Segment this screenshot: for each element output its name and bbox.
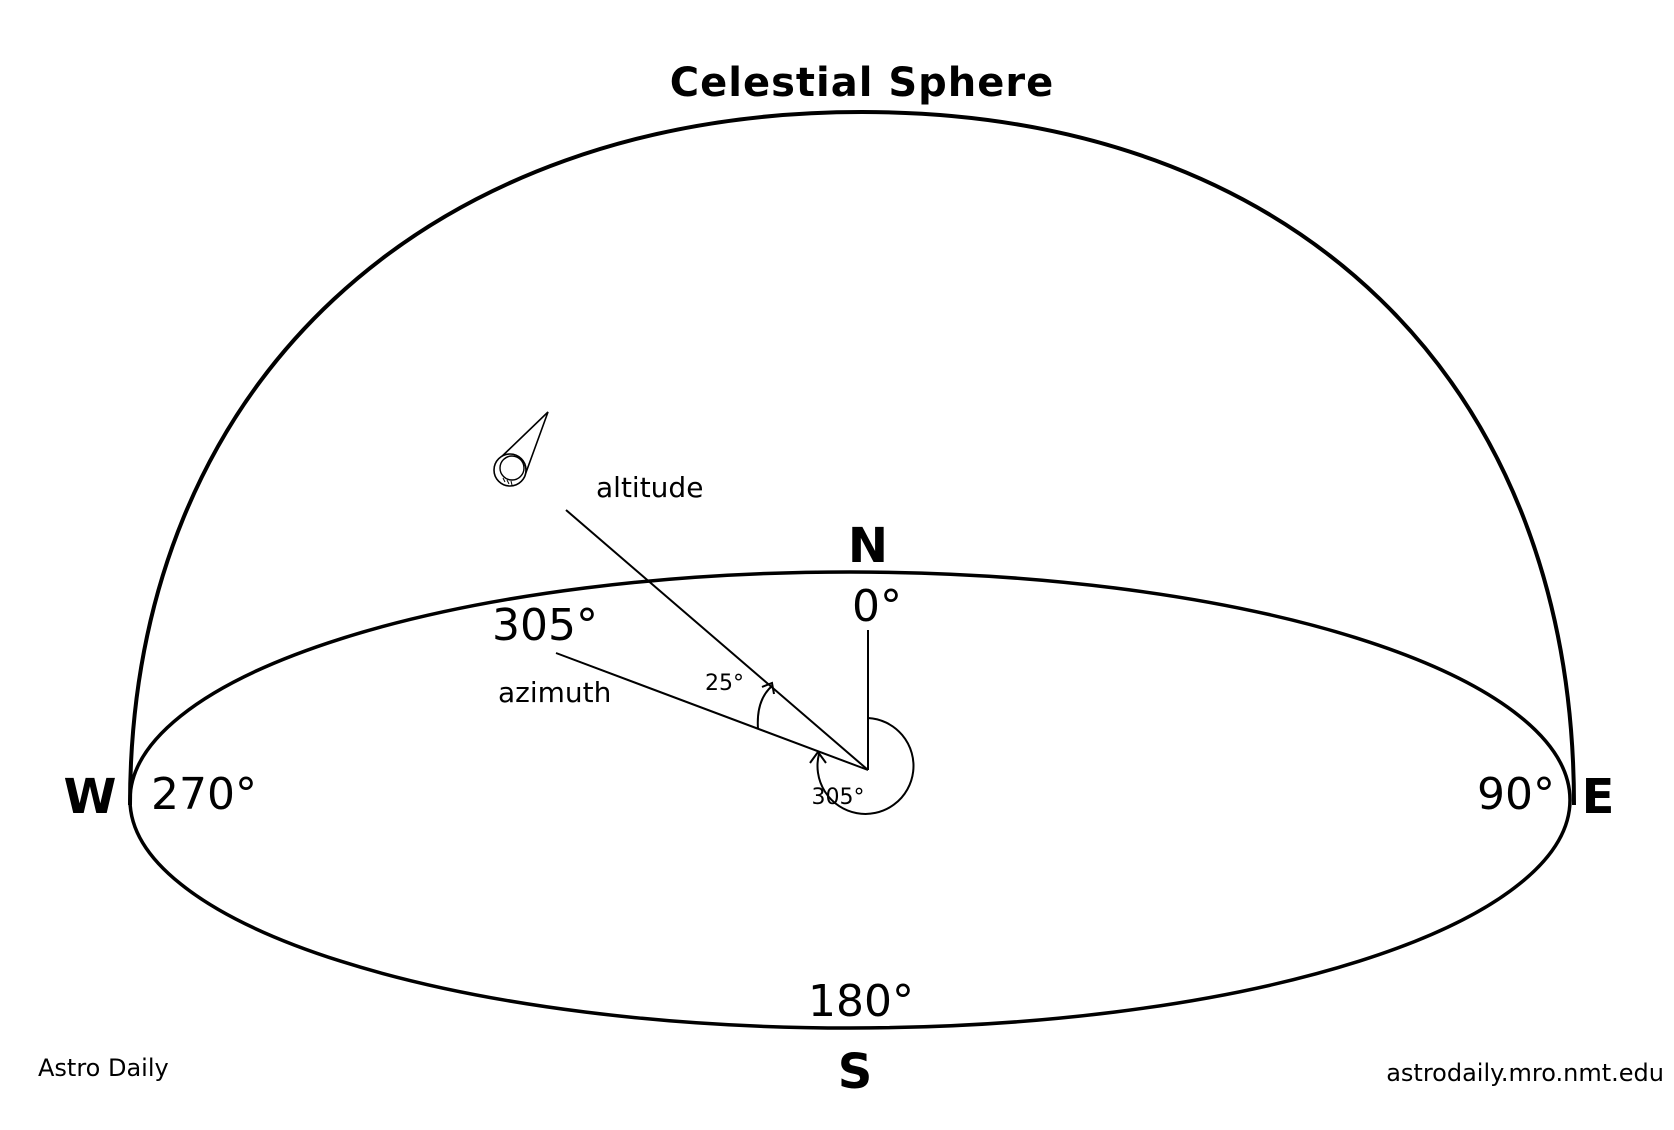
comet-icon xyxy=(493,411,549,487)
west-letter: W xyxy=(64,769,117,825)
altitude-line xyxy=(565,509,869,771)
south-degree-label: 180° xyxy=(808,976,914,1027)
diagram-title: Celestial Sphere xyxy=(670,60,1055,106)
altitude-angle-arc xyxy=(756,685,773,730)
footer-brand: Astro Daily xyxy=(38,1054,169,1082)
west-degree-label: 270° xyxy=(151,769,257,820)
azimuth-angle-arc xyxy=(816,717,915,815)
azimuth-angle-label: 305° xyxy=(812,785,865,810)
horizon-ellipse xyxy=(128,570,1572,1030)
azimuth-arc-arrowhead xyxy=(809,750,827,764)
azimuth-value-label: 305° xyxy=(492,600,598,651)
south-letter: S xyxy=(838,1044,873,1100)
north-letter: N xyxy=(848,518,888,574)
azimuth-label: azimuth xyxy=(498,676,611,709)
footer-url: astrodaily.mro.nmt.edu xyxy=(1386,1059,1664,1087)
east-degree-label: 90° xyxy=(1477,769,1555,820)
altitude-arc-arrowhead xyxy=(761,681,775,695)
east-letter: E xyxy=(1582,769,1615,825)
north-degree-label: 0° xyxy=(852,581,902,632)
altitude-label: altitude xyxy=(596,471,703,504)
azimuth-line xyxy=(555,652,869,771)
altitude-angle-label: 25° xyxy=(705,671,744,696)
sky-dome xyxy=(128,109,1576,806)
